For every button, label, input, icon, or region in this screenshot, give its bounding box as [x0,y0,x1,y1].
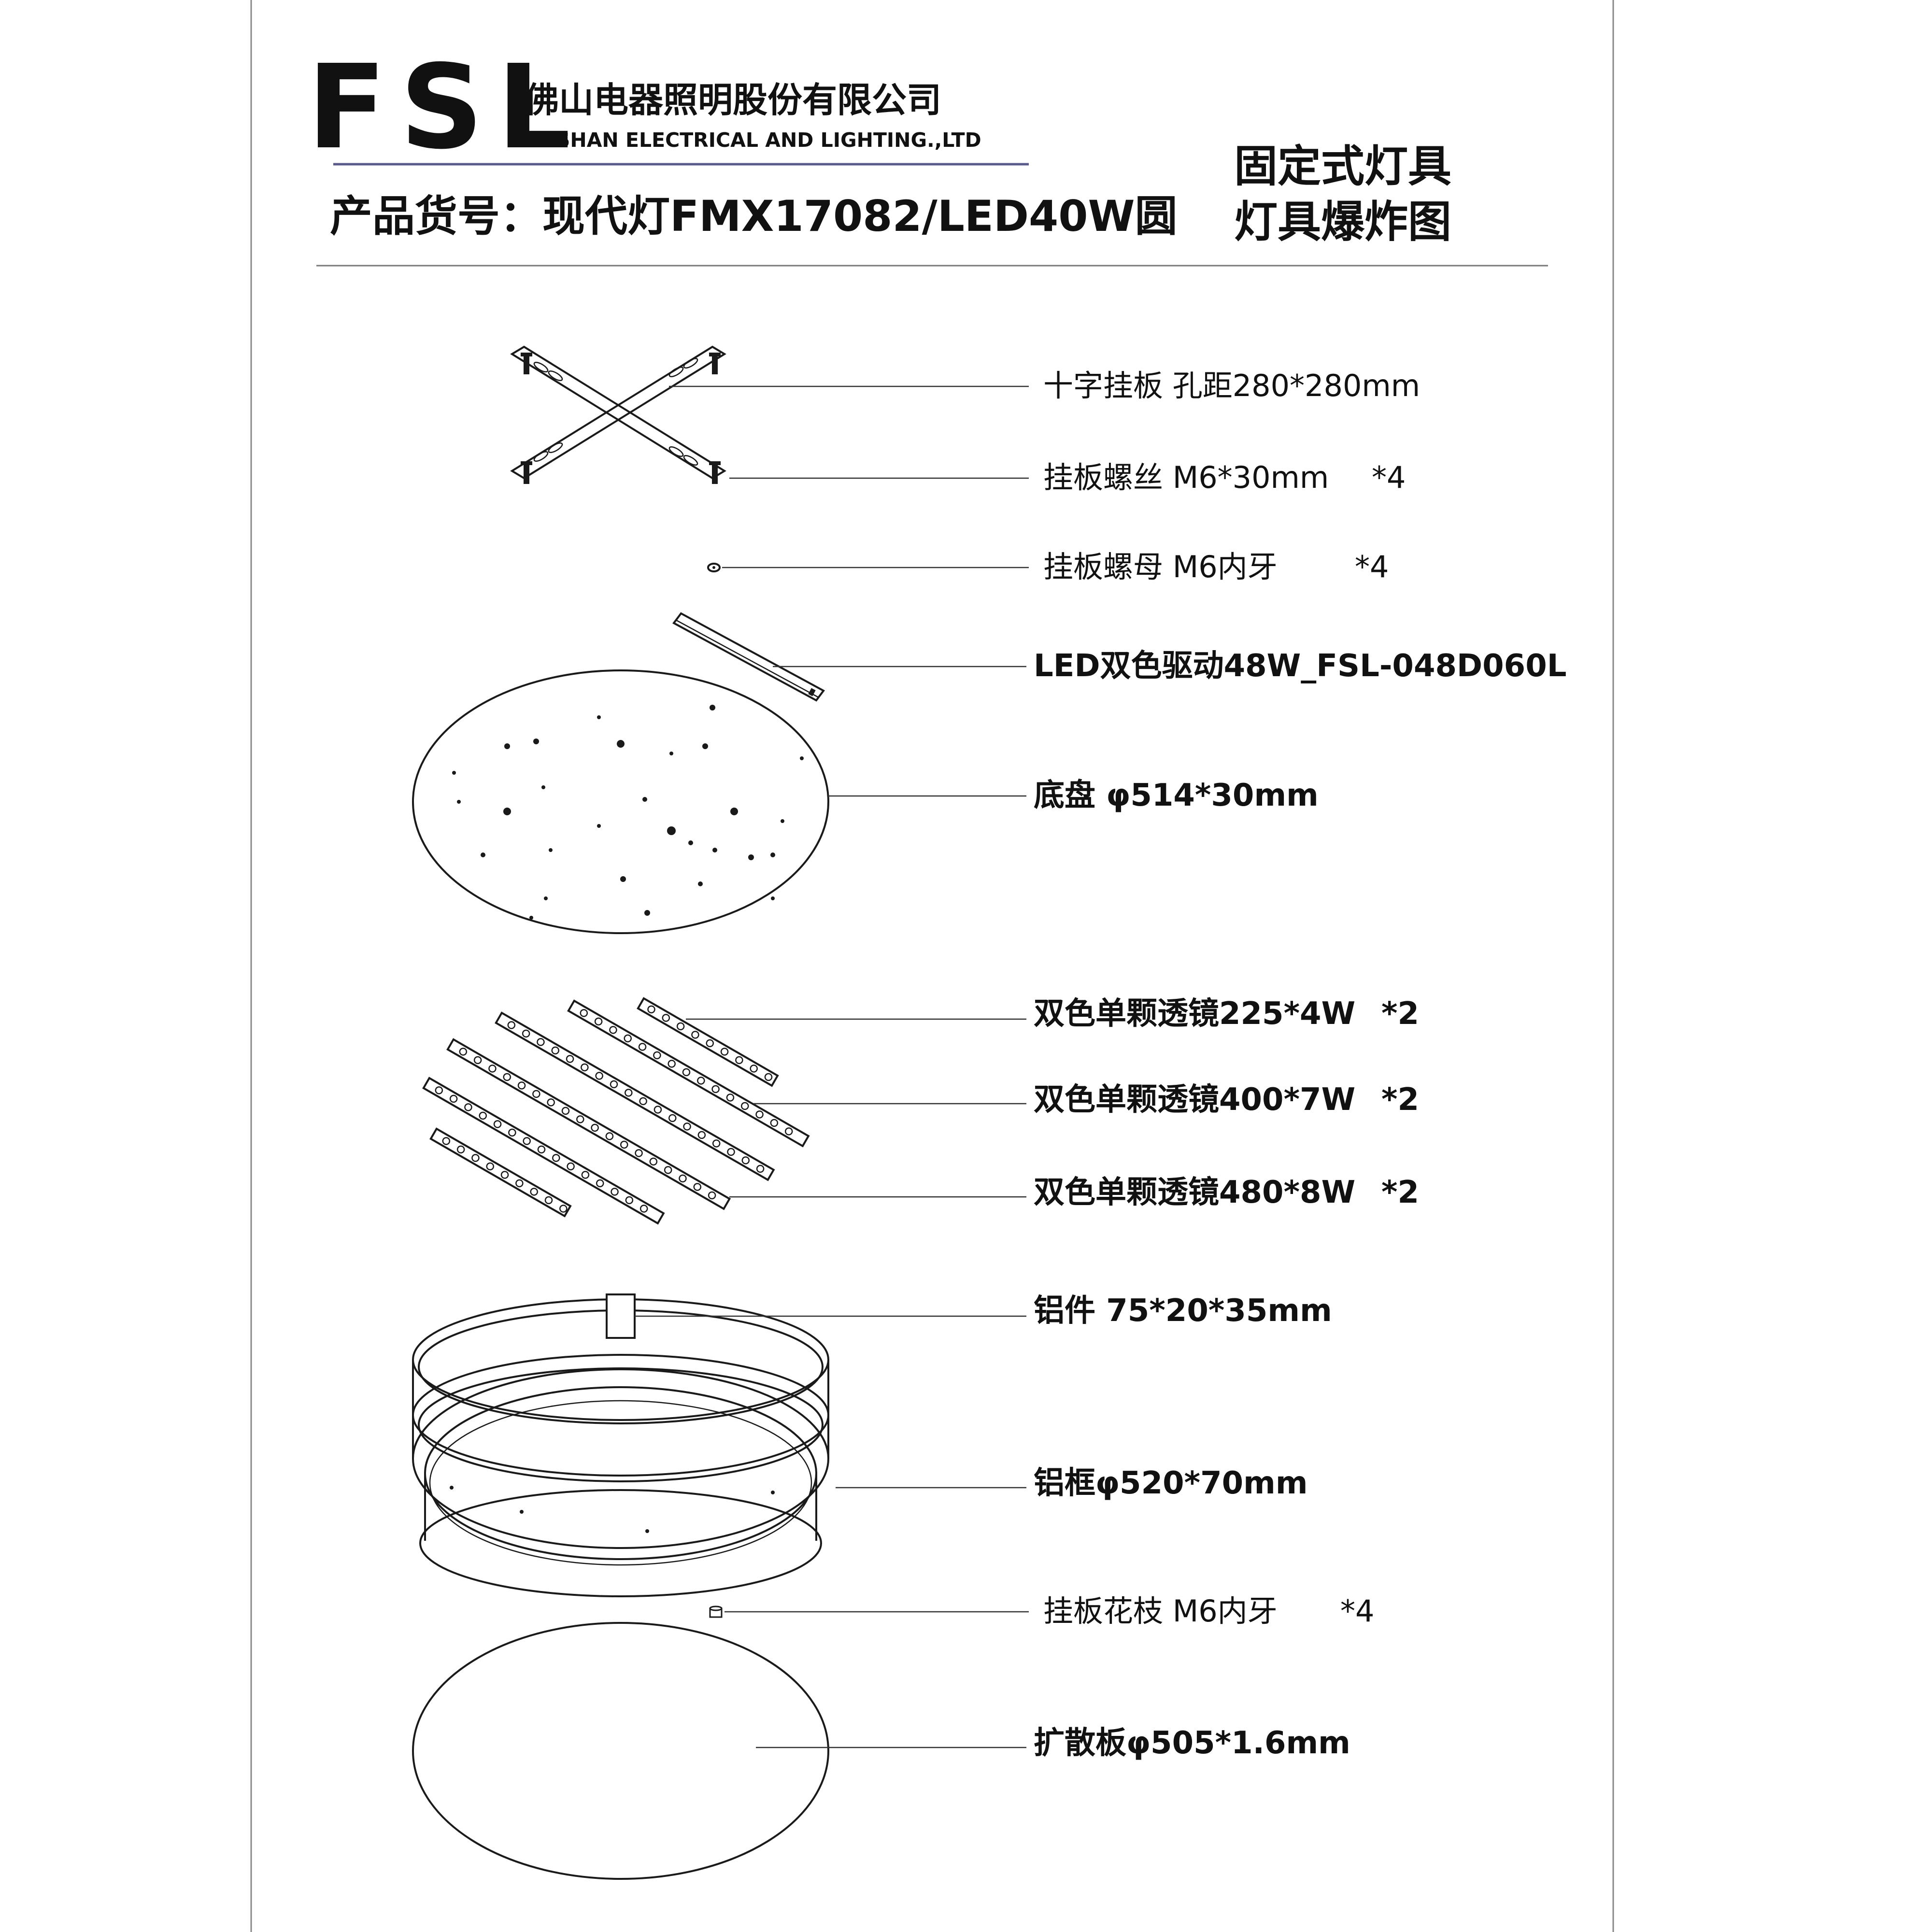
label-plate-screw: 挂板螺丝 M6*30mm [1043,460,1329,495]
lens-strip-3 [495,1011,775,1181]
product-number: 产品货号：现代灯FMX17082/LED40W圆 [330,191,1178,241]
lens-strip-1 [637,997,779,1087]
qty-plate-screw: *4 [1372,460,1406,495]
screw-1 [521,353,532,374]
lens-strip-4 [446,1038,731,1210]
base-plate [412,669,829,934]
cross-mounting-plate [510,345,726,480]
plate-decor-nut [709,1605,723,1618]
qty-plate-nut: *4 [1355,549,1389,584]
label-base-plate: 底盘 φ514*30mm [1034,778,1319,813]
screw-4 [709,461,721,484]
plate-screws [521,353,721,484]
label-lens-225: 双色单颗透镜225*4W [1034,996,1355,1032]
screw-3 [521,461,532,484]
qty-decor-nut: *4 [1340,1593,1374,1629]
category-title: 固定式灯具 [1234,141,1451,192]
screw-2 [709,353,721,374]
label-lens-400: 双色单颗透镜400*7W [1034,1082,1355,1118]
label-lens-480: 双色单颗透镜480*8W [1034,1175,1355,1210]
aluminum-block [606,1293,636,1339]
qty-lens-225: *2 [1381,996,1419,1032]
sheet-frame [250,0,1614,1932]
label-decor-nut: 挂板花枝 M6内牙 [1043,1593,1278,1629]
title-block: FSL 佛山电器照明股份有限公司 FOSHAN ELECTRICAL AND L… [307,40,1548,267]
label-aluminum-frame: 铝框φ520*70mm [1034,1465,1308,1501]
company-name-cn: 佛山电器照明股份有限公司 [524,80,941,120]
diffuser-plate [412,1622,829,1880]
label-cross-plate: 十字挂板 孔距280*280mm [1043,368,1420,403]
label-led-driver: LED双色驱动48W_FSL-048D060L [1034,648,1567,684]
lens-strip-5 [422,1077,665,1225]
qty-lens-480: *2 [1381,1175,1419,1210]
leader-lines [635,385,1029,1748]
plate-nut [707,563,721,572]
lens-strips [422,997,810,1225]
company-name-en: FOSHAN ELECTRICAL AND LIGHTING.,LTD [526,128,981,152]
led-driver [672,612,825,702]
lens-strip-6 [429,1127,572,1218]
label-plate-nut: 挂板螺母 M6内牙 [1043,549,1278,584]
lens-strip-2 [567,999,810,1148]
qty-lens-400: *2 [1381,1082,1419,1118]
aluminum-frame [412,1298,829,1597]
drawing-type-title: 灯具爆炸图 [1234,197,1451,247]
label-aluminum-block: 铝件 75*20*35mm [1034,1293,1332,1329]
fsl-logo: FSL [307,40,584,175]
part-labels: 十字挂板 孔距280*280mm 挂板螺丝 M6*30mm *4 挂板螺母 M6… [1034,368,1567,1761]
label-diffuser: 扩散板φ505*1.6mm [1034,1725,1350,1761]
